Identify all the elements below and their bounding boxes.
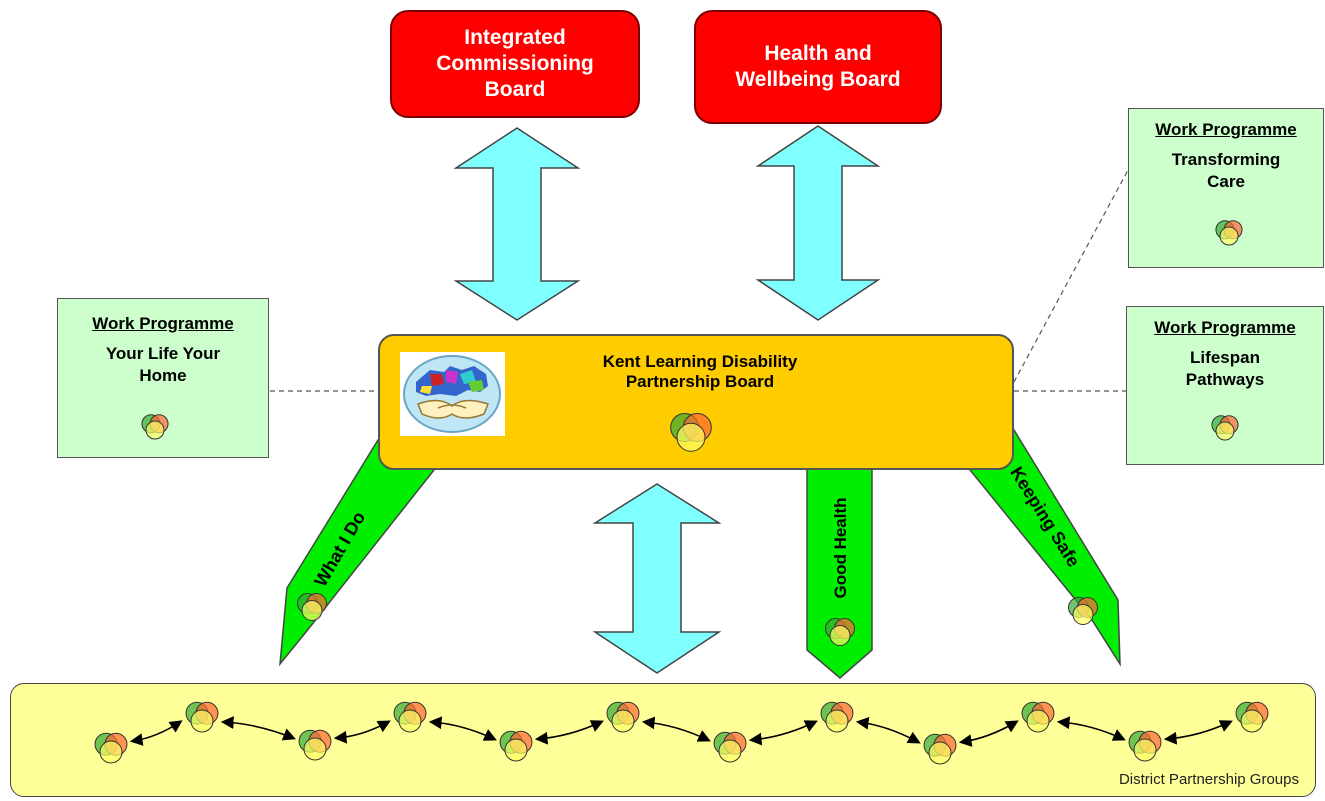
work-programme-heading: Work Programme (1154, 318, 1296, 337)
wp-line: Care (1207, 172, 1245, 191)
work-programme-heading: Work Programme (92, 314, 234, 333)
work-programme-name: Transforming Care (1129, 149, 1323, 193)
health-wellbeing-board: Health and Wellbeing Board (694, 10, 942, 124)
work-programme-transforming-care: Work Programme Transforming Care (1128, 108, 1324, 268)
wp-line: Lifespan (1190, 348, 1260, 367)
district-label: District Partnership Groups (1118, 771, 1299, 788)
kent-board-line: Partnership Board (625, 372, 775, 391)
kent-partnership-board: Kent Learning Disability Partnership Boa… (378, 334, 1014, 470)
connector-line-transforming (1013, 169, 1129, 383)
kent-board-title: Kent Learning Disability Partnership Boa… (540, 352, 860, 392)
work-programme-your-life-your-home: Work Programme Your Life Your Home (57, 298, 269, 458)
board-line: Commissioning (436, 52, 594, 75)
partnership-logo-icon (400, 352, 505, 436)
double-arrow-icon (755, 125, 881, 321)
work-programme-lifespan-pathways: Work Programme Lifespan Pathways (1126, 306, 1324, 465)
stream-arrow-what-i-do (279, 439, 436, 667)
work-programme-heading: Work Programme (1155, 120, 1297, 139)
integrated-commissioning-board: Integrated Commissioning Board (390, 10, 640, 118)
board-line: Integrated (464, 26, 566, 49)
board-line: Wellbeing Board (735, 68, 901, 91)
kent-board-line: Kent Learning Disability (602, 352, 798, 371)
wp-line: Pathways (1185, 370, 1265, 389)
wp-line: Your Life Your (105, 344, 221, 363)
district-partnership-groups: District Partnership Groups (10, 683, 1316, 797)
wp-line: Home (139, 366, 187, 385)
stream-label-good-health: Good Health (831, 497, 850, 598)
board-line: Health and (764, 42, 872, 65)
double-arrow-icon (453, 127, 581, 321)
board-line: Board (484, 78, 546, 101)
wp-line: Transforming (1171, 150, 1281, 169)
double-arrow-icon (592, 483, 722, 674)
work-programme-name: Your Life Your Home (58, 343, 268, 387)
work-programme-name: Lifespan Pathways (1127, 347, 1323, 391)
